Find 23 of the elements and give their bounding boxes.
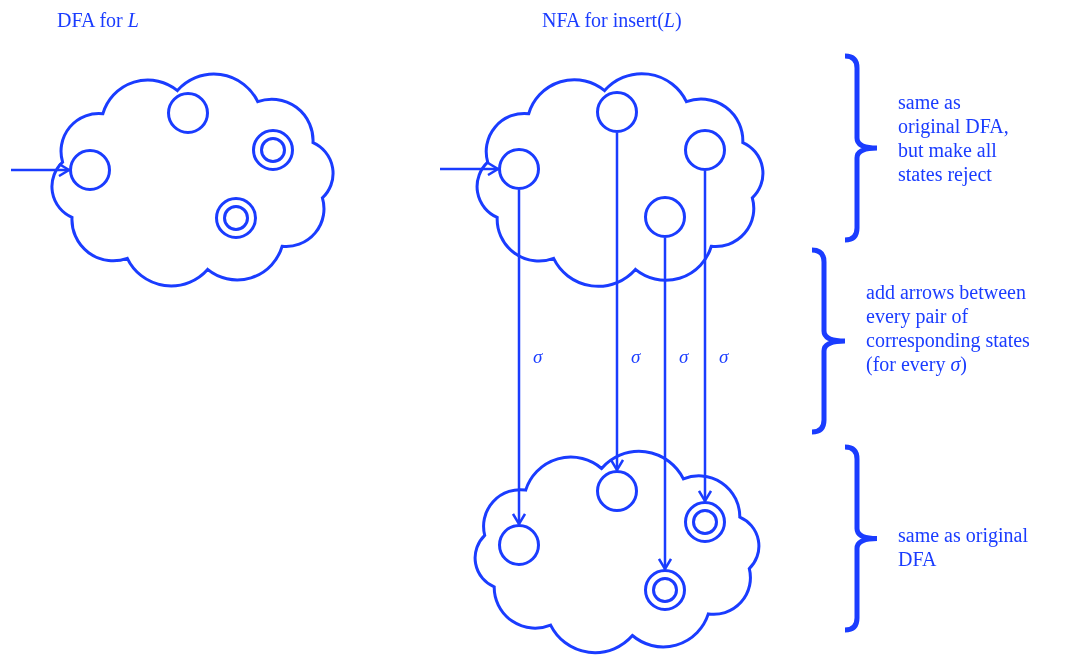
state-circle [684,129,726,171]
note-text: same as original DFA, but make all states reject [898,90,1010,186]
state-circle [596,470,638,512]
diagram-heading: NFA for insert(L) [542,8,683,32]
diagram-heading: DFA for L [57,8,140,32]
state-circle [167,92,209,134]
state-circle [498,148,540,190]
note-text: same as original DFA [898,523,1029,571]
accept-state-circle [644,569,686,611]
start-arrow [11,162,71,178]
transition-arrow [511,190,527,526]
start-arrow [440,161,500,177]
transition-arrow [609,133,625,472]
transition-arrow [657,238,673,571]
state-circle [644,196,686,238]
state-circle [69,149,111,191]
accept-state-circle [252,129,294,171]
accept-state-circle [215,197,257,239]
note-text: add arrows between every pair of corresponding states (for every σ) [866,280,1031,376]
state-circle [498,524,540,566]
transition-arrow [697,171,713,503]
accept-state-circle [684,501,726,543]
state-circle [596,91,638,133]
